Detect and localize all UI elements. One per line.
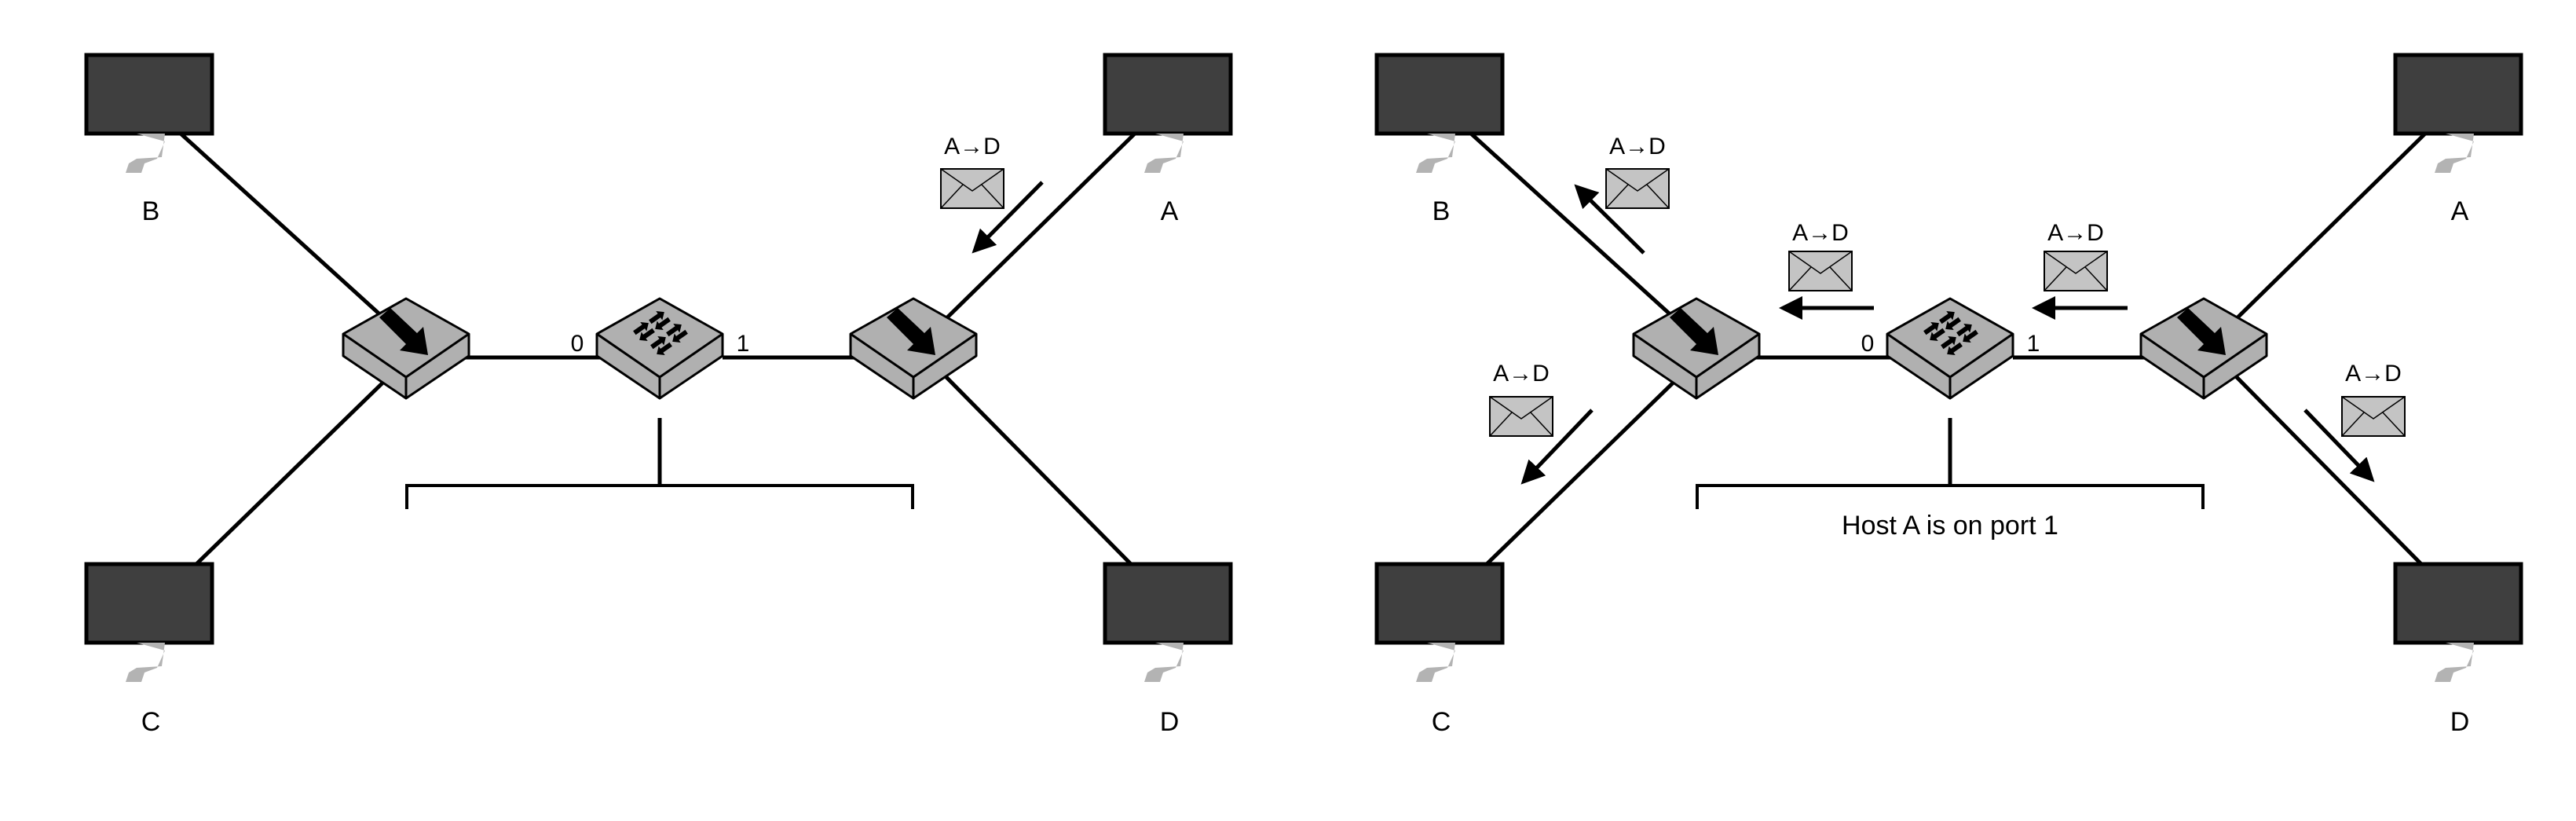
monitor-icon — [1377, 564, 1502, 682]
frame-label: A→D — [944, 134, 1001, 159]
host-c-label: C — [141, 707, 161, 737]
monitor-icon — [1105, 564, 1231, 682]
address-table — [405, 484, 914, 509]
port-1-label: 1 — [737, 331, 750, 357]
frame: A→D — [1574, 134, 1670, 255]
frame-label: A→D — [2047, 220, 2104, 246]
links — [1469, 132, 2427, 566]
switch-icon[interactable] — [343, 299, 469, 398]
host-d[interactable]: D — [2395, 564, 2521, 737]
frame-label: A→D — [1609, 134, 1666, 159]
host-a-label: A — [1161, 196, 1179, 226]
host-a[interactable]: A — [2395, 55, 2521, 226]
host-a-label: A — [2451, 196, 2469, 226]
arrow-icon — [1520, 409, 1594, 485]
host-d-label: D — [2450, 707, 2470, 737]
host-b-label: B — [1433, 196, 1451, 226]
hub-icon[interactable] — [1887, 299, 2013, 398]
envelope-icon — [2044, 251, 2108, 291]
frame-label: A→D — [2345, 361, 2402, 387]
links — [179, 132, 1136, 566]
envelope-icon — [940, 168, 1004, 209]
switch-icon[interactable] — [851, 299, 976, 398]
arrow-icon — [971, 181, 1044, 254]
address-table: Host A is on port 1 — [1696, 484, 2205, 541]
host-c[interactable]: C — [86, 564, 212, 737]
hub-icon[interactable] — [597, 299, 723, 398]
host-a[interactable]: A — [1105, 55, 1231, 226]
monitor-icon — [2395, 55, 2521, 173]
host-b-label: B — [142, 196, 160, 226]
address-table-text: Host A is on port 1 — [1842, 511, 2058, 541]
envelope-icon — [1489, 396, 1553, 437]
frame: A→D — [1489, 361, 1594, 485]
envelope-icon — [1788, 251, 1853, 291]
frame: A→D — [2032, 220, 2128, 320]
host-d-label: D — [1160, 707, 1180, 737]
envelope-icon — [1605, 168, 1670, 209]
panel-2: Host A is on port 1 B C A D 0 1 A→D — [1377, 55, 2521, 737]
host-b[interactable]: B — [86, 55, 212, 226]
arrow-icon — [2303, 409, 2375, 482]
host-d[interactable]: D — [1105, 564, 1231, 737]
frame: A→D — [940, 134, 1044, 254]
frame: A→D — [2303, 361, 2406, 482]
port-0-label: 0 — [571, 331, 584, 357]
host-c[interactable]: C — [1377, 564, 1502, 737]
host-c-label: C — [1432, 707, 1451, 737]
arrow-icon — [1574, 184, 1645, 255]
port-0-label: 0 — [1861, 331, 1875, 357]
switch-icon[interactable] — [1634, 299, 1759, 398]
monitor-icon — [2395, 564, 2521, 682]
panel-1: B C A D 0 1 A→D — [86, 55, 1231, 737]
port-1-label: 1 — [2027, 331, 2040, 357]
envelope-icon — [2341, 396, 2406, 437]
monitor-icon — [1105, 55, 1231, 173]
frame-label: A→D — [1792, 220, 1849, 246]
monitor-icon — [86, 55, 212, 173]
monitor-icon — [86, 564, 212, 682]
frame-label: A→D — [1493, 361, 1550, 387]
frame: A→D — [1779, 220, 1874, 320]
switch-icon[interactable] — [2141, 299, 2267, 398]
monitor-icon — [1377, 55, 1502, 173]
host-b[interactable]: B — [1377, 55, 1502, 226]
